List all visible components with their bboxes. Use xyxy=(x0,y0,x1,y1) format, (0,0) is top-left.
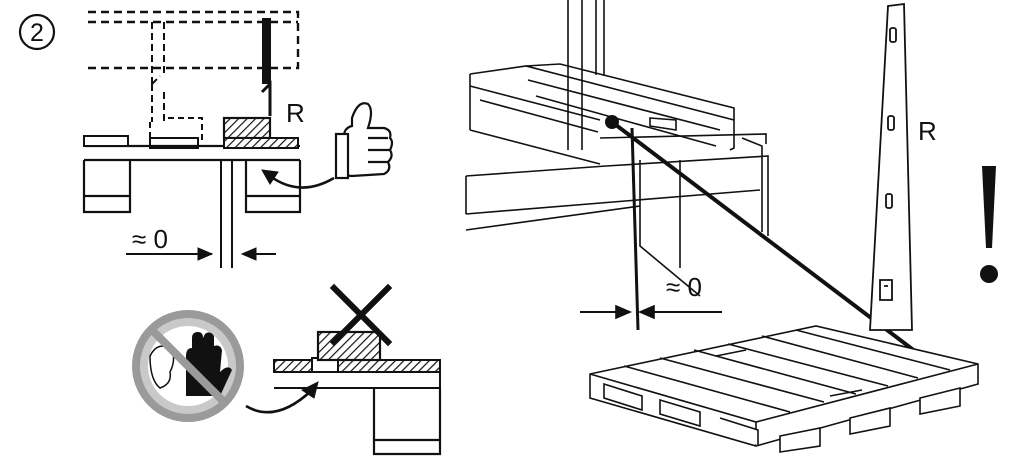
detail-correct xyxy=(82,10,335,268)
step-number: 2 xyxy=(30,19,44,47)
pallet xyxy=(589,325,979,453)
rack-label-right: R xyxy=(918,116,937,146)
gap-label-left: ≈ 0 xyxy=(132,224,168,254)
rack-label-left: R xyxy=(286,98,305,128)
prohibit-hand-icon xyxy=(132,310,244,422)
upright-profile xyxy=(869,2,913,331)
thumbs-up-icon xyxy=(334,102,394,180)
detail-wrong xyxy=(245,330,442,456)
rack-scene xyxy=(465,0,926,360)
cross-icon xyxy=(329,283,393,347)
step-badge: 2 xyxy=(18,13,56,51)
gap-label-right: ≈ 0 xyxy=(666,272,702,302)
anchor-point-top xyxy=(605,115,619,129)
exclamation-icon xyxy=(980,166,998,283)
